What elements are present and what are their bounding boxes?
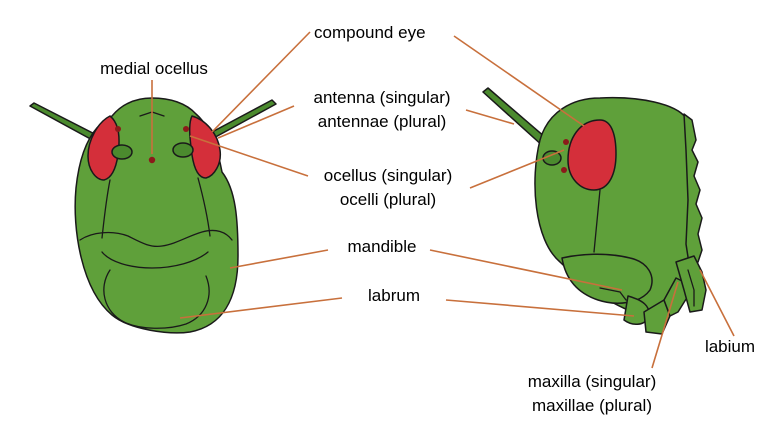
leader-labrum-side (445, 299, 635, 317)
side-maxilla (643, 299, 671, 335)
front-right-ocellus (183, 126, 189, 132)
leader-compound-eye-side (453, 35, 585, 127)
label-maxilla-singular: maxilla (singular) (528, 372, 656, 391)
leader-antenna-front (217, 105, 295, 139)
labels: compound eye medial ocellus antenna (sin… (100, 23, 755, 415)
leader-ocellus-front (189, 135, 309, 177)
leader-mandible-front (229, 249, 329, 269)
label-ocellus-plural: ocelli (plural) (340, 190, 436, 209)
leader-labium (699, 269, 735, 337)
label-labrum: labrum (368, 286, 420, 305)
front-mandible-region (79, 229, 233, 248)
front-right-antenna-socket (172, 142, 194, 158)
side-labial-palp (687, 269, 695, 307)
leader-labrum-front (179, 297, 343, 319)
side-ocellus-lower (561, 167, 567, 173)
label-compound-eye: compound eye (314, 23, 426, 42)
front-facial-suture-right (197, 177, 211, 237)
front-left-antenna-socket (111, 144, 133, 160)
front-labrum (103, 269, 210, 329)
label-medial-ocellus: medial ocellus (100, 59, 208, 78)
side-suture-vertical (593, 189, 601, 253)
leader-mandible-side (429, 249, 623, 291)
front-left-ocellus (115, 126, 121, 132)
side-occiput (683, 113, 703, 271)
side-labium (675, 255, 707, 313)
front-facial-suture-left (101, 179, 111, 239)
side-view-head (482, 87, 707, 335)
label-maxilla-plural: maxillae (plural) (532, 396, 652, 415)
leader-compound-eye-front (211, 31, 311, 133)
side-ocellus (563, 139, 569, 145)
front-clypeus (101, 251, 209, 269)
side-mandible (561, 253, 653, 304)
label-antenna-plural: antennae (plural) (318, 112, 447, 131)
front-view-head (29, 97, 277, 334)
leader-maxilla (651, 281, 679, 369)
side-mandible-tooth (599, 287, 627, 301)
front-medial-ocellus (148, 156, 156, 164)
label-antenna-singular: antenna (singular) (313, 88, 450, 107)
label-ocellus-singular: ocellus (singular) (324, 166, 453, 185)
side-compound-eye (567, 119, 617, 191)
front-left-compound-eye (87, 115, 120, 181)
label-mandible: mandible (348, 237, 417, 256)
leader-lines (151, 31, 735, 369)
label-labium: labium (705, 337, 755, 356)
leader-antenna-side (465, 109, 515, 125)
leader-ocellus-side (469, 149, 565, 189)
